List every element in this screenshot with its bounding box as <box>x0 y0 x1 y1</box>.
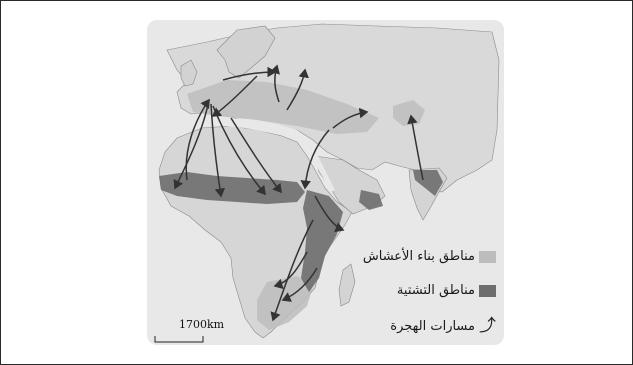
migration-routes <box>173 64 424 322</box>
route-arrow <box>270 219 314 322</box>
scale-label: 1700km <box>179 318 225 331</box>
wintering-zone-east-africa <box>301 190 343 292</box>
route-arrow <box>314 195 345 233</box>
scandinavia-land <box>216 25 276 79</box>
legend-label-routes: مسارات الهجرة <box>390 319 475 334</box>
route-arrow <box>210 103 226 198</box>
scale-bar <box>154 336 204 343</box>
route-arrow <box>173 99 210 190</box>
route-arrow <box>230 117 282 194</box>
route-arrow <box>332 107 369 129</box>
route-arrow <box>300 129 330 190</box>
map-canvas <box>147 20 504 345</box>
wintering-zone-arabia <box>359 190 383 210</box>
mediterranean-sea <box>187 118 307 138</box>
curved-arrow-icon: ⤴ <box>479 316 496 336</box>
route-arrow <box>185 98 210 181</box>
legend-label-wintering: مناطق التشتية <box>396 283 475 298</box>
wintering-swatch <box>479 284 496 297</box>
british-isles <box>180 59 198 87</box>
nesting-zone-europe <box>187 80 379 134</box>
migration-map: 1700km مناطق بناء الأعشاش مناطق التشتية … <box>147 20 504 345</box>
route-arrow <box>286 68 309 111</box>
legend-item-nesting: مناطق بناء الأعشاش <box>363 249 496 264</box>
wintering-zone-sahel <box>159 172 305 204</box>
legend-item-wintering: مناطق التشتية <box>397 283 496 298</box>
route-arrow <box>281 267 318 302</box>
legend-label-nesting: مناطق بناء الأعشاش <box>362 249 475 264</box>
nesting-swatch <box>479 250 496 263</box>
wintering-zone-india <box>413 170 443 196</box>
route-arrow <box>407 114 424 181</box>
madagascar-land <box>338 263 356 307</box>
route-arrow <box>273 251 308 289</box>
route-arrow <box>269 64 280 103</box>
legend-item-routes: ⤴ مسارات الهجرة <box>390 318 496 335</box>
route-arrow <box>211 75 258 117</box>
